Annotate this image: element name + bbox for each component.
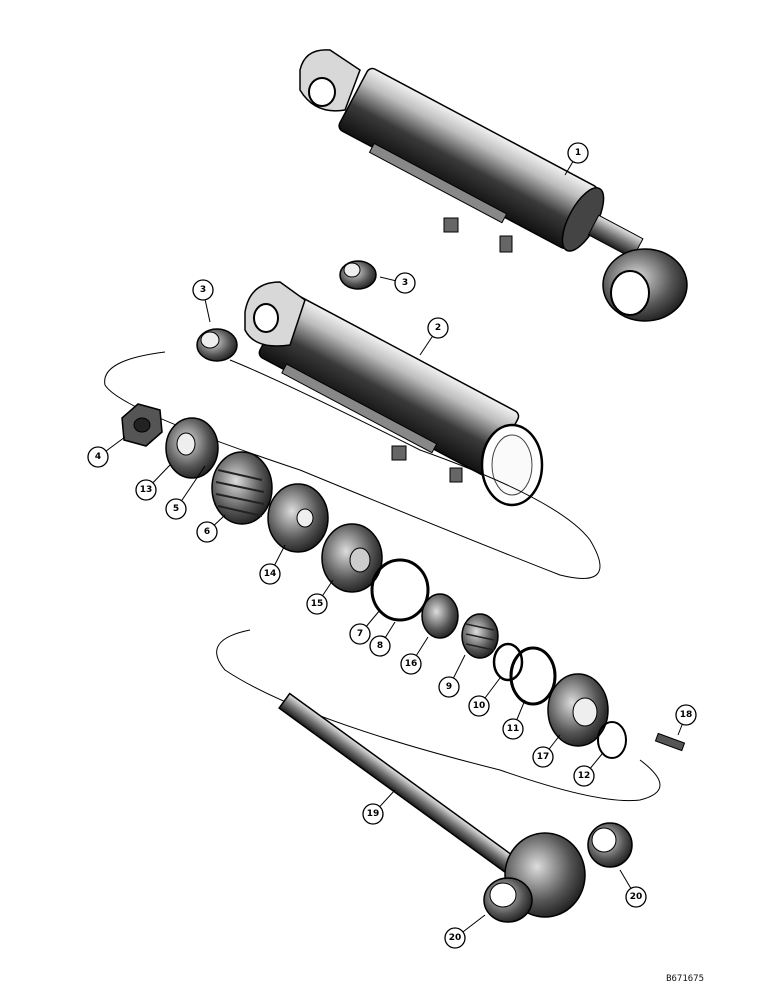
nut xyxy=(121,403,163,447)
callout-circle xyxy=(369,635,391,657)
rod-end-eye xyxy=(602,248,688,322)
callout-c20a: 20 xyxy=(444,914,486,949)
spacer xyxy=(321,523,383,593)
grease-fitting xyxy=(443,217,513,253)
callout-circle xyxy=(362,803,384,825)
callout-label: 20 xyxy=(449,933,462,943)
callout-label: 20 xyxy=(630,892,643,902)
callout-circle xyxy=(306,593,328,615)
callout-c6: 6 xyxy=(196,514,226,543)
callout-c7: 7 xyxy=(349,609,381,645)
callout-c2: 2 xyxy=(419,317,449,356)
callout-circle xyxy=(502,718,524,740)
bushing xyxy=(339,260,377,290)
callout-circle xyxy=(349,623,371,645)
callout-c13: 13 xyxy=(135,464,171,501)
callout-label: 4 xyxy=(95,452,101,462)
callout-c5: 5 xyxy=(165,465,206,520)
drawing-number: B671675 xyxy=(666,974,704,984)
cylinder-barrel xyxy=(244,281,544,507)
callout-c18: 18 xyxy=(675,704,697,736)
rod-bushing xyxy=(483,877,533,923)
callout-label: 6 xyxy=(204,527,210,537)
callout-label: 16 xyxy=(405,659,418,669)
callout-c3a: 3 xyxy=(192,279,214,323)
snap-ring xyxy=(597,721,627,759)
callout-circle xyxy=(135,479,157,501)
rod-bushing xyxy=(587,822,633,868)
callout-circle xyxy=(259,563,281,585)
callout-label: 11 xyxy=(507,724,520,734)
callout-c9: 9 xyxy=(438,654,466,698)
wear-ring xyxy=(267,483,329,553)
sleeve xyxy=(421,593,459,639)
callout-label: 12 xyxy=(578,771,591,781)
callout-circle xyxy=(87,446,109,468)
callout-c16: 16 xyxy=(400,636,429,675)
callout-label: 8 xyxy=(377,641,383,651)
callout-label: 9 xyxy=(446,682,452,692)
callout-label: 15 xyxy=(311,599,324,609)
callout-label: 18 xyxy=(680,710,693,720)
callout-c10: 10 xyxy=(468,677,501,717)
callout-c12: 12 xyxy=(573,753,603,787)
callout-circle xyxy=(394,272,416,294)
callout-label: 5 xyxy=(173,504,179,514)
callout-label: 10 xyxy=(473,701,486,711)
gland xyxy=(547,673,609,747)
callout-label: 13 xyxy=(140,485,153,495)
callout-circle xyxy=(573,765,595,787)
callout-circle xyxy=(192,279,214,301)
callout-c3b: 3 xyxy=(379,272,416,294)
callout-label: 7 xyxy=(357,629,363,639)
backup-ring xyxy=(492,642,524,682)
callout-c4: 4 xyxy=(87,436,126,468)
o-ring xyxy=(370,558,430,622)
callout-circle xyxy=(532,746,554,768)
callout-label: 3 xyxy=(402,278,408,288)
callout-circle xyxy=(438,676,460,698)
callout-c11: 11 xyxy=(502,699,526,740)
piston xyxy=(211,451,273,525)
callout-circle xyxy=(165,498,187,520)
callout-label: 1 xyxy=(575,148,581,158)
o-ring xyxy=(509,646,557,706)
callout-circle xyxy=(196,521,218,543)
callout-c14: 14 xyxy=(259,544,286,585)
washer xyxy=(165,417,219,479)
callout-c8: 8 xyxy=(369,621,396,657)
gland-bushing xyxy=(461,613,499,659)
callout-c17: 17 xyxy=(532,734,561,768)
callout-c1: 1 xyxy=(564,142,589,176)
callout-circle xyxy=(400,653,422,675)
set-screw xyxy=(654,732,686,752)
piston-rod xyxy=(278,692,586,918)
bushing xyxy=(196,328,238,362)
callout-label: 17 xyxy=(537,752,550,762)
callout-c19: 19 xyxy=(362,789,396,825)
callout-circle xyxy=(427,317,449,339)
callout-circle xyxy=(444,927,466,949)
cylinder-end-eye xyxy=(299,49,361,112)
callout-label: 19 xyxy=(367,809,380,819)
cylinder-assembly xyxy=(299,49,688,322)
callout-circle xyxy=(567,142,589,164)
callout-c15: 15 xyxy=(306,579,334,615)
callout-label: 2 xyxy=(435,323,441,333)
callout-circle xyxy=(468,695,490,717)
assembly-outline xyxy=(216,629,661,802)
callout-label: 14 xyxy=(264,569,277,579)
callout-label: 3 xyxy=(200,285,206,295)
assembly-outline xyxy=(104,351,601,579)
callout-circle xyxy=(625,886,647,908)
callout-c20b: 20 xyxy=(619,869,647,908)
callout-circle xyxy=(675,704,697,726)
